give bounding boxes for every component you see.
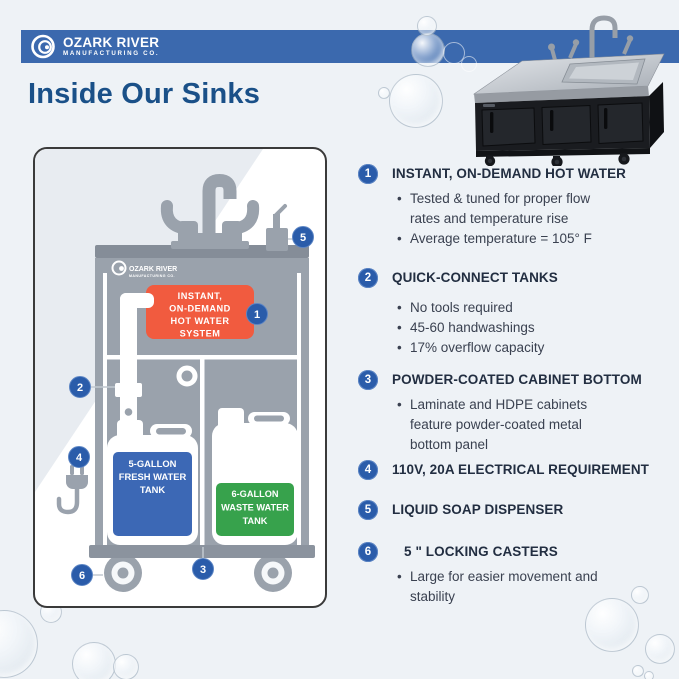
brand-name: OZARK RIVER — [63, 34, 160, 50]
cabinet-bottom-panel — [89, 545, 315, 558]
callout-2: 2 — [69, 376, 91, 398]
feature-bullet: Large for easier movement and stability — [397, 567, 622, 607]
bubble-decoration — [645, 634, 675, 664]
cabinet-counter — [95, 245, 309, 258]
feature-badge-1: 1 — [358, 164, 378, 184]
svg-text:5: 5 — [300, 232, 306, 244]
feature-soap-dispenser: 5 LIQUID SOAP DISPENSER — [355, 500, 677, 520]
photo-brand-plate — [483, 104, 495, 107]
feature-quick-connect: 2 QUICK-CONNECT TANKS No tools required … — [355, 268, 677, 358]
bubble-decoration — [443, 42, 465, 64]
bubble-decoration — [113, 654, 139, 679]
svg-text:WASTE WATER: WASTE WATER — [221, 503, 289, 513]
feature-title-4: 110V, 20A ELECTRICAL REQUIREMENT — [392, 462, 650, 477]
header-bar: OZARK RIVER MANUFACTURING CO. — [21, 30, 679, 63]
svg-text:ON-DEMAND: ON-DEMAND — [169, 304, 231, 314]
callout-6: 6 — [71, 564, 93, 586]
svg-text:3: 3 — [200, 564, 206, 576]
bubble-decoration — [585, 598, 639, 652]
sink-diagram-card: OZARK RIVER MANUFACTURING CO. INSTANT, O… — [33, 147, 327, 608]
svg-text:INSTANT,: INSTANT, — [178, 291, 223, 301]
brand-logo: OZARK RIVER MANUFACTURING CO. — [30, 33, 159, 60]
bubble-decoration — [644, 671, 654, 679]
svg-text:MANUFACTURING CO.: MANUFACTURING CO. — [129, 274, 175, 278]
brand-subtitle: MANUFACTURING CO. — [63, 49, 160, 57]
callout-4: 4 — [68, 446, 90, 468]
sink-diagram: OZARK RIVER MANUFACTURING CO. INSTANT, O… — [35, 149, 315, 592]
feature-bullet: 45-60 handwashings — [397, 318, 622, 338]
bubble-decoration — [378, 87, 390, 99]
callout-3: 3 — [192, 558, 214, 580]
photo-door-handles — [490, 108, 608, 133]
svg-text:TANK: TANK — [243, 516, 268, 526]
callout-lines — [91, 238, 294, 576]
feature-casters: 6 5 " LOCKING CASTERS Large for easier m… — [355, 542, 677, 607]
bubble-decoration — [411, 33, 445, 67]
soap-dispenser-icon — [266, 204, 288, 251]
feature-title-1: INSTANT, ON-DEMAND HOT WATER — [392, 166, 627, 181]
caster-wheel-left — [104, 543, 142, 592]
cabinet-brand-logo: OZARK RIVER MANUFACTURING CO. — [111, 260, 177, 278]
svg-text:1: 1 — [254, 309, 260, 321]
feature-badge-6: 6 — [358, 542, 378, 562]
feature-badge-5: 5 — [358, 500, 378, 520]
hot-water-box: INSTANT, ON-DEMAND HOT WATER SYSTEM — [146, 285, 254, 339]
svg-text:SYSTEM: SYSTEM — [180, 329, 221, 339]
feature-title-2: QUICK-CONNECT TANKS — [392, 270, 558, 285]
feature-badge-3: 3 — [358, 370, 378, 390]
waste-water-tank: 6-GALLON WASTE WATER TANK — [212, 408, 298, 545]
feature-title-5: LIQUID SOAP DISPENSER — [392, 502, 564, 517]
svg-text:OZARK RIVER: OZARK RIVER — [129, 266, 177, 273]
photo-faucet-icon — [548, 15, 634, 61]
feature-badge-2: 2 — [358, 268, 378, 288]
svg-text:5-GALLON: 5-GALLON — [129, 458, 177, 469]
diagram-callouts: 1 2 3 4 5 — [68, 226, 314, 586]
ozark-river-swirl-icon — [31, 34, 55, 59]
grommet-hole — [176, 365, 198, 387]
svg-text:4: 4 — [76, 452, 83, 464]
compartment-dividers — [103, 273, 301, 545]
fresh-water-tank: 5-GALLON FRESH WATER TANK — [107, 420, 198, 545]
product-photo — [472, 15, 665, 166]
bubble-decoration — [461, 56, 477, 72]
svg-text:6: 6 — [79, 570, 85, 582]
bubble-decoration — [72, 642, 116, 679]
bubble-decoration — [417, 16, 437, 36]
page-title: Inside Our Sinks — [28, 78, 261, 110]
feature-bullet: Tested & tuned for proper flow rates and… — [397, 189, 622, 229]
bubble-decoration — [632, 665, 644, 677]
callout-5: 5 — [292, 226, 314, 248]
callout-1: 1 — [246, 303, 268, 325]
power-plug-icon — [56, 465, 88, 515]
feature-bullet: Laminate and HDPE cabinets feature powde… — [397, 395, 622, 455]
photo-casters — [484, 153, 630, 166]
feature-bullet: 17% overflow capacity — [397, 338, 622, 358]
bubble-decoration — [389, 74, 443, 128]
photo-cabinet-doors — [481, 102, 644, 147]
bubble-decoration — [631, 586, 649, 604]
feature-bullet: Average temperature = 105° F — [397, 229, 622, 249]
svg-text:FRESH WATER: FRESH WATER — [119, 471, 187, 482]
feature-title-3: POWDER-COATED CABINET BOTTOM — [392, 372, 642, 387]
feature-electrical: 4 110V, 20A ELECTRICAL REQUIREMENT — [355, 460, 677, 480]
feature-badge-4: 4 — [358, 460, 378, 480]
svg-text:TANK: TANK — [140, 484, 166, 495]
svg-text:6-GALLON: 6-GALLON — [232, 489, 279, 499]
bubble-decoration — [0, 610, 38, 678]
feature-hot-water: 1 INSTANT, ON-DEMAND HOT WATER Tested & … — [355, 164, 677, 249]
svg-text:2: 2 — [77, 382, 83, 394]
faucet-icon — [160, 173, 260, 249]
feature-bullet: No tools required — [397, 298, 622, 318]
feature-title-6: 5 " LOCKING CASTERS — [404, 544, 558, 559]
svg-text:HOT WATER: HOT WATER — [171, 316, 230, 326]
feature-powder-coated: 3 POWDER-COATED CABINET BOTTOM Laminate … — [355, 370, 677, 455]
